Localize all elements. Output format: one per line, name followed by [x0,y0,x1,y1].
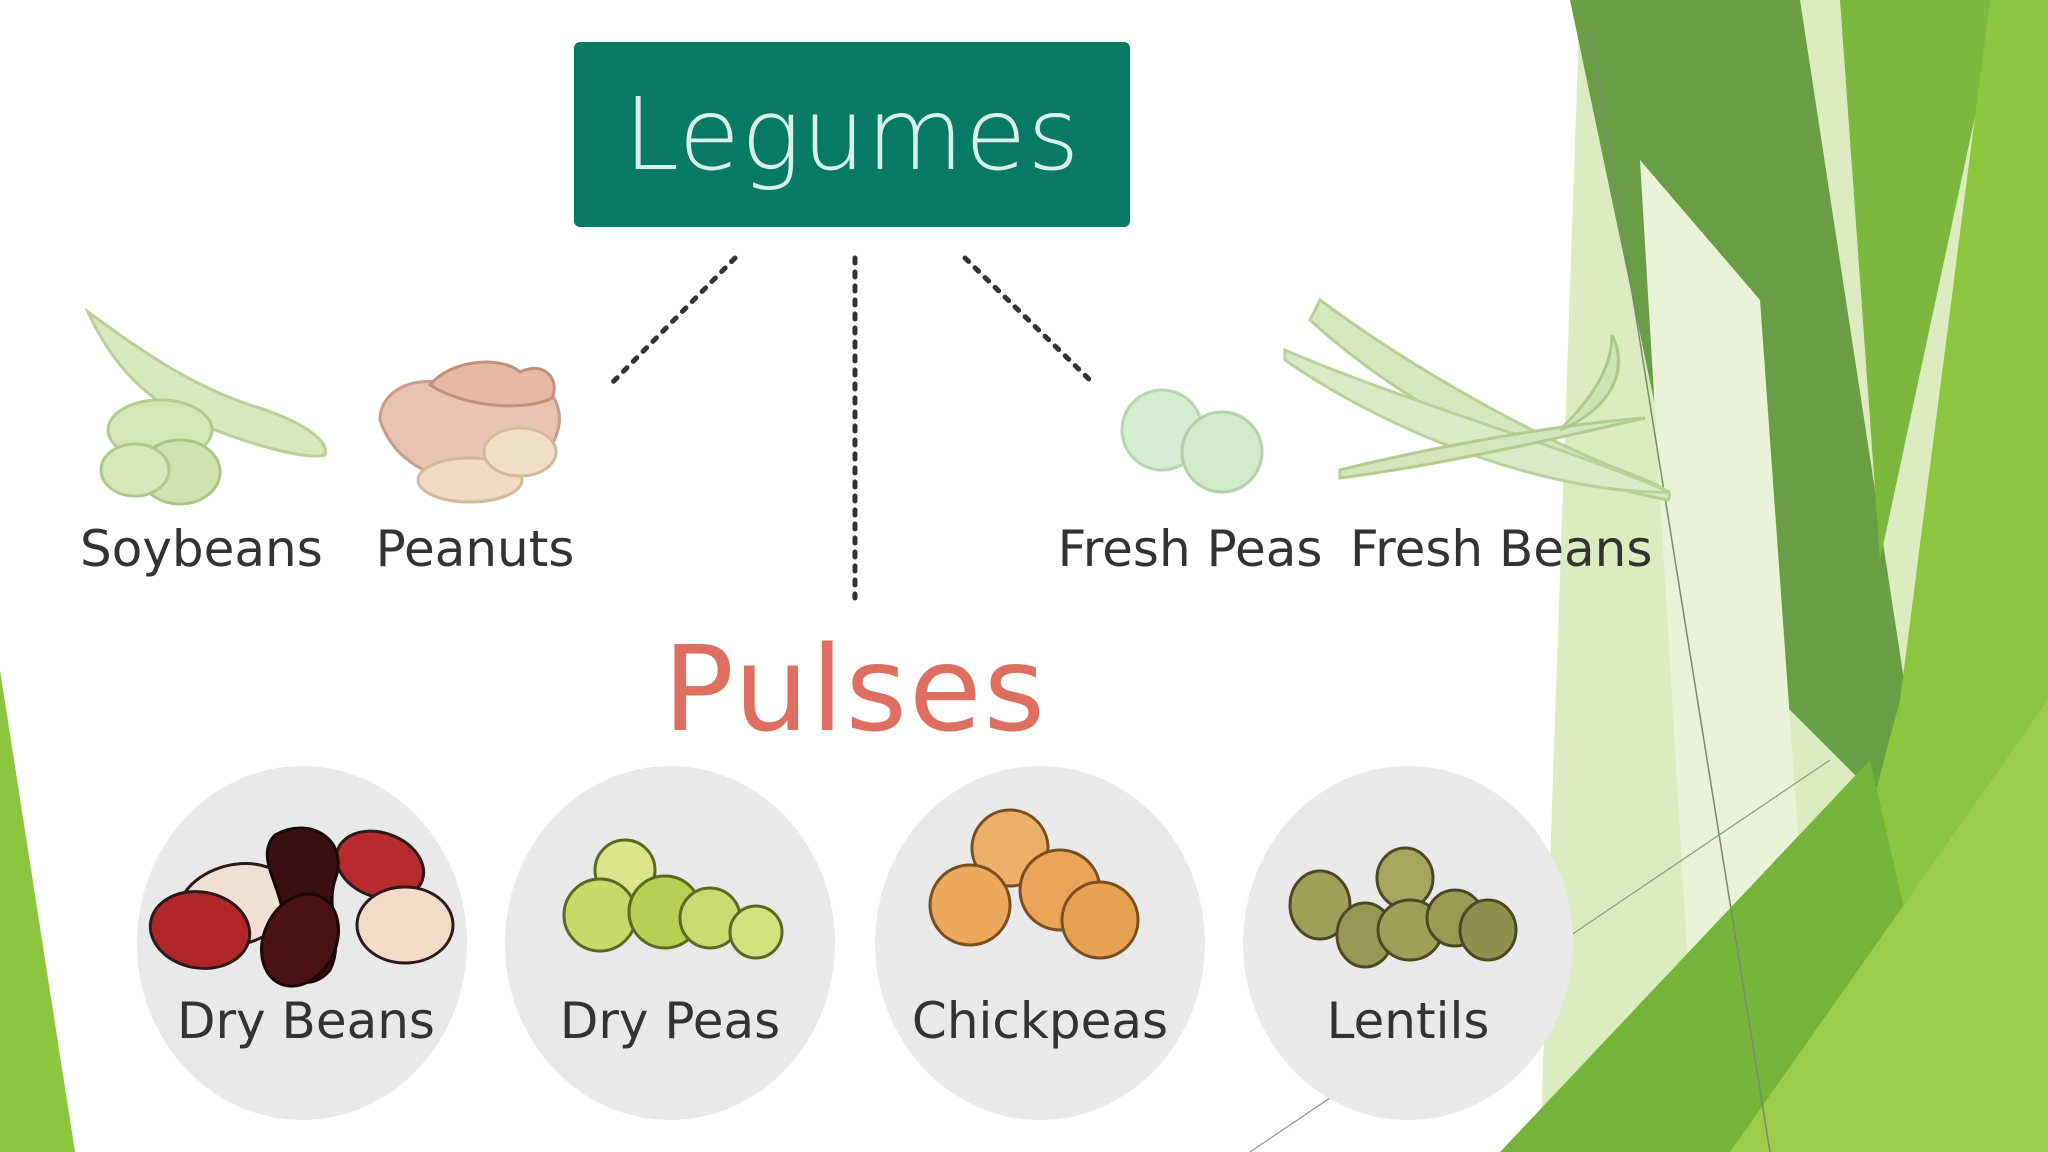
facet-line [1589,29,1771,1152]
pulses-title: Pulses [662,620,1048,758]
lentils-label: Lentils [1326,992,1490,1050]
dry-beans-icon [148,826,455,988]
dry-peas-label: Dry Peas [559,992,781,1050]
peanuts-label: Peanuts [375,520,575,578]
peanut-icon [378,360,561,504]
right-facet-mid [1840,0,2000,560]
legumes-title: Legumes [623,76,1081,193]
fresh-peas-label: Fresh Peas [1057,520,1323,578]
fresh-peas-icon [1120,388,1264,494]
fresh-beans-label: Fresh Beans [1350,520,1653,578]
dry-beans-label: Dry Beans [177,992,435,1050]
dry-peas-icon [562,838,784,960]
chickpeas-circle [875,766,1205,1120]
right-facet-lime [1730,700,2048,1152]
left-green-facet [0,670,75,1152]
chickpeas-icon [928,808,1140,960]
lentils-icon [1288,846,1518,969]
green-beans-icon [1283,297,1672,502]
connector-right [962,255,1098,388]
soybean-pod-icon [84,307,327,506]
chickpeas-label: Chickpeas [911,992,1169,1050]
legumes-title-box: Legumes [574,42,1130,227]
connector-left [607,255,738,388]
soybeans-label: Soybeans [80,520,323,578]
right-facet-pale [1640,160,1800,1000]
